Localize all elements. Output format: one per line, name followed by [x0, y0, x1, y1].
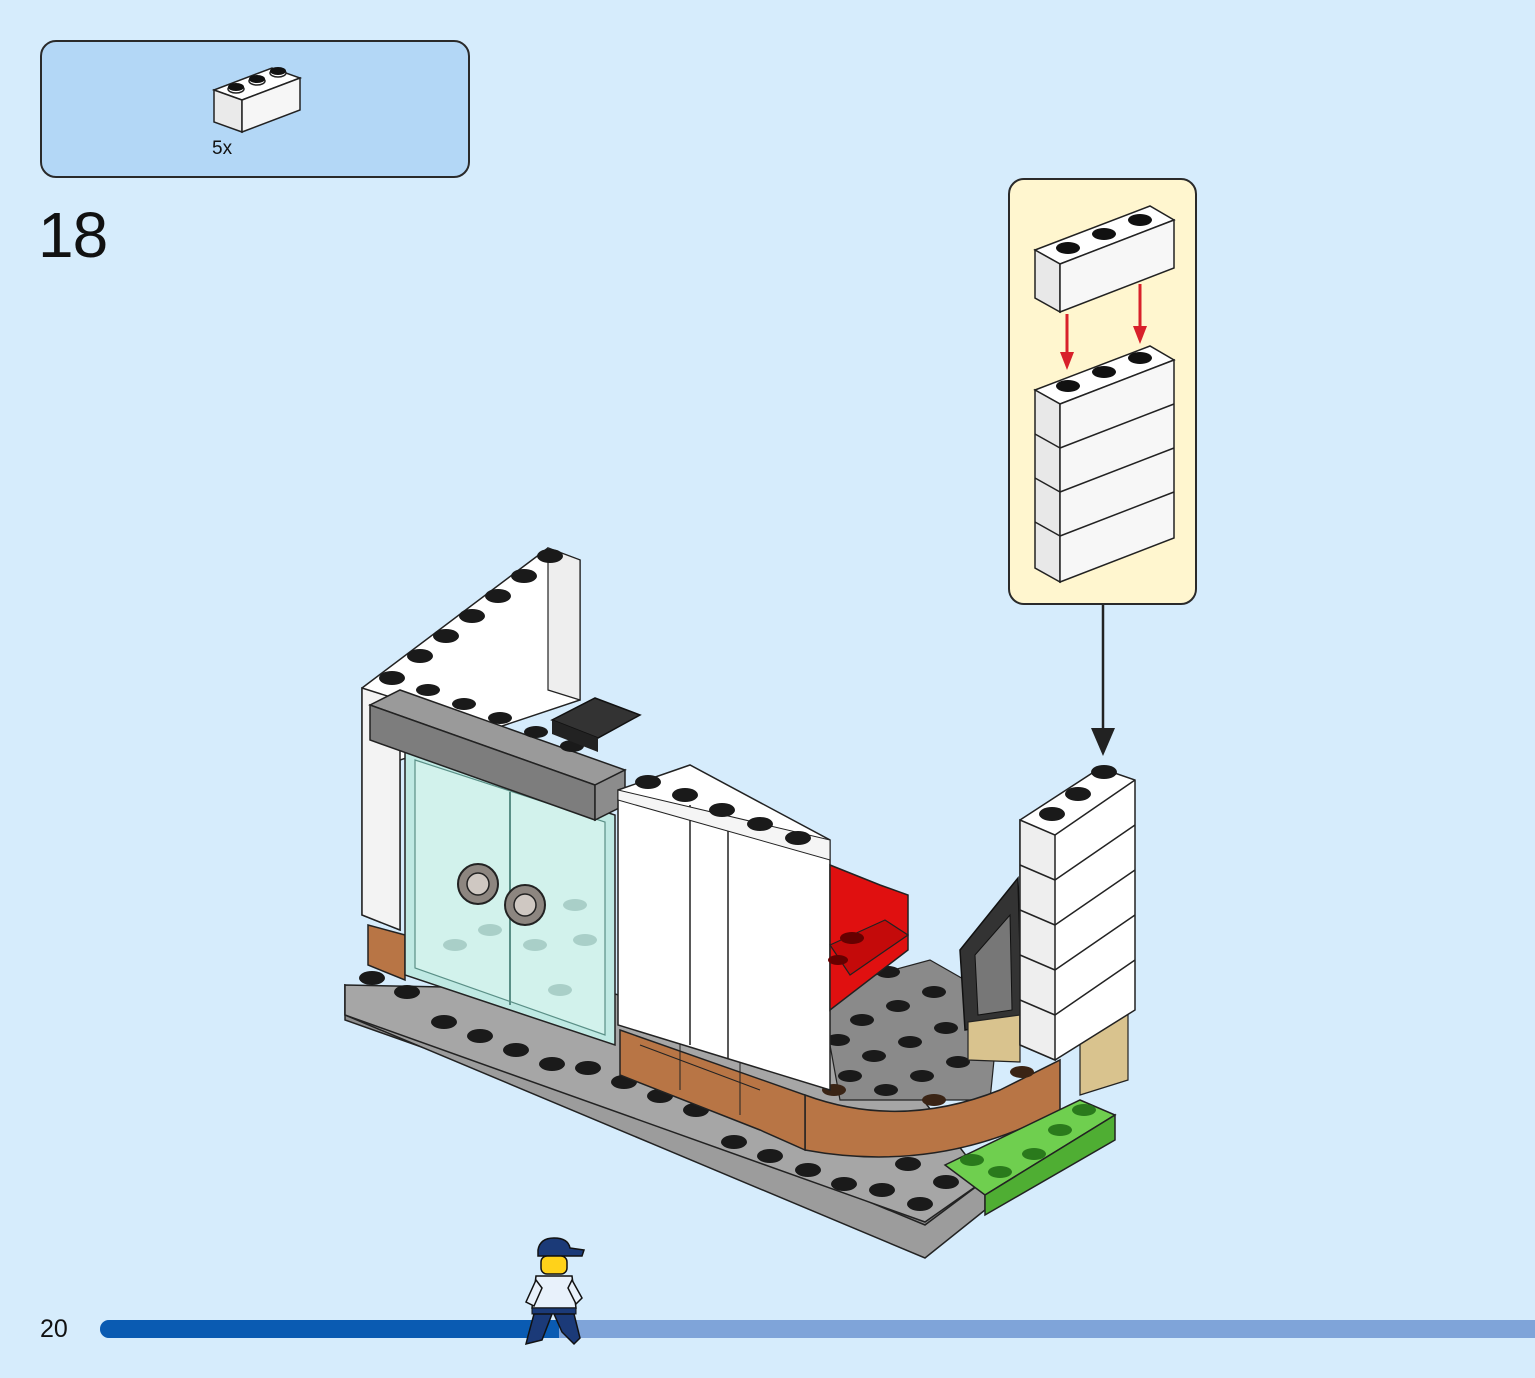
step-number: 18	[38, 199, 108, 271]
brick-stacking-illustration	[1033, 205, 1176, 584]
progress-bar	[100, 1320, 1535, 1338]
minifigure-progress-marker-icon	[525, 1237, 586, 1346]
progress-bar-fill	[100, 1320, 560, 1338]
black-tile	[550, 697, 642, 739]
sub-assembly-callout	[1008, 178, 1197, 605]
white-brick-1x3-icon	[211, 67, 303, 134]
part-quantity: 5x	[212, 138, 233, 159]
page-number: 20	[40, 1315, 68, 1343]
parts-list-box: 5x	[40, 40, 470, 178]
